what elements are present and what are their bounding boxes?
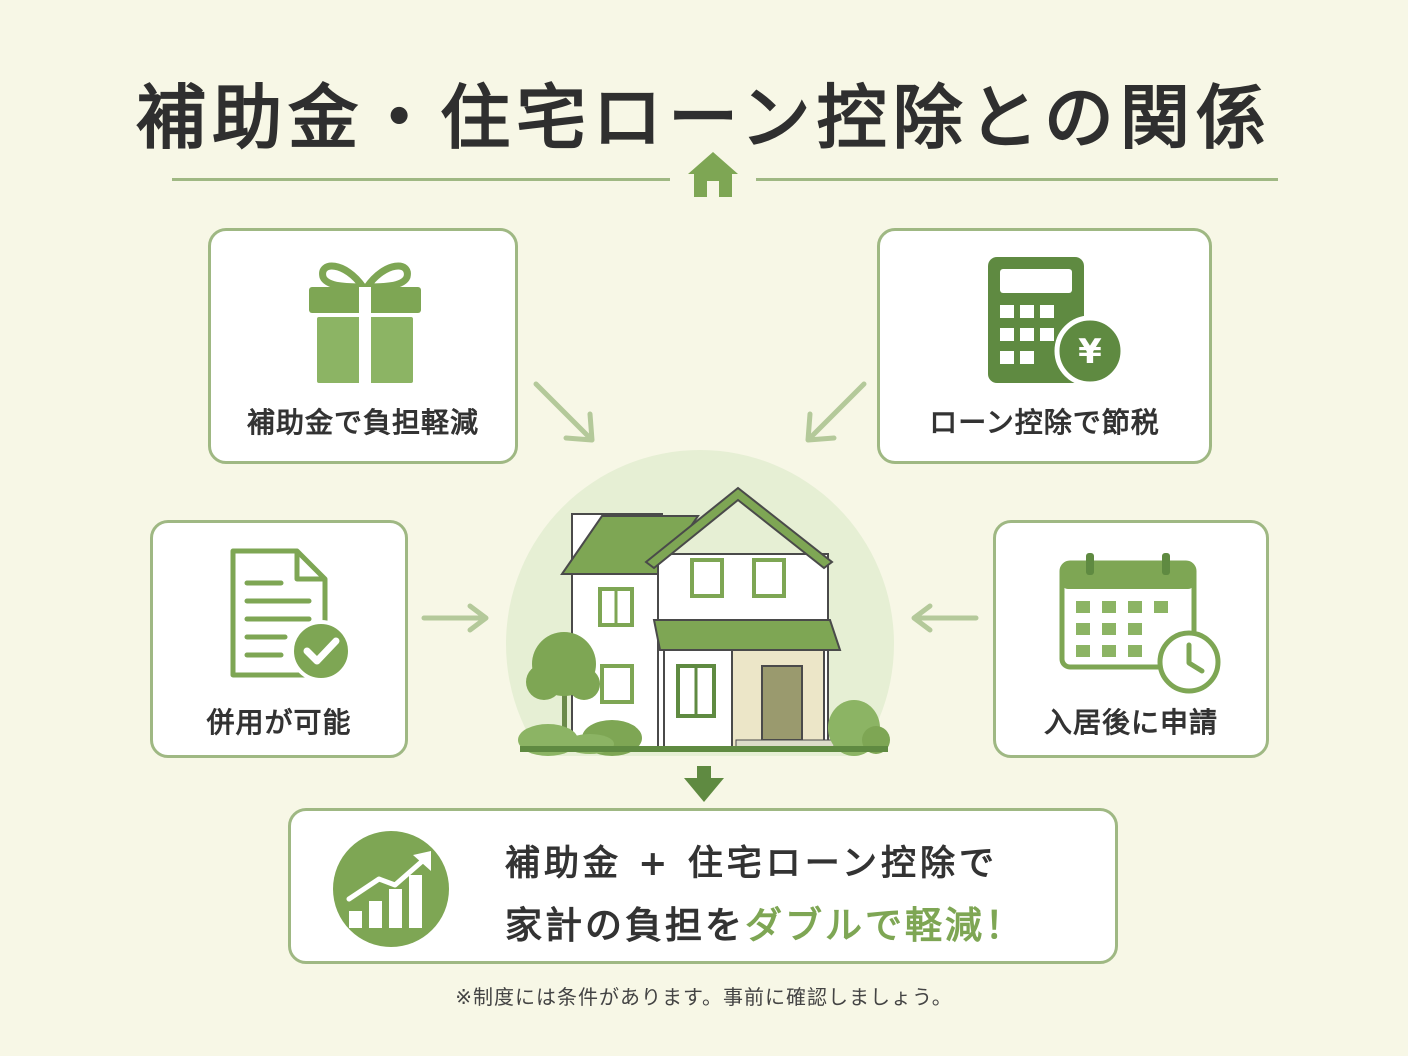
combined-use-card: 併用が可能: [150, 520, 408, 758]
combined-use-label: 併用が可能: [206, 706, 352, 739]
arrow-subsidy-to-house: [533, 381, 595, 443]
chart-up-icon: [333, 831, 449, 947]
page-title: 補助金・住宅ローン控除との関係: [136, 77, 1272, 159]
subsidy-card: 補助金で負担軽減: [208, 228, 518, 464]
clock-icon: [1157, 630, 1221, 694]
loan-deduction-label: ローン控除で節税: [929, 406, 1160, 439]
house-illustration: [506, 450, 894, 756]
application-card: 入居後に申請: [993, 520, 1269, 758]
summary-highlight: ダブルで軽減！: [745, 904, 1025, 947]
subsidy-label: 補助金で負担軽減: [246, 406, 479, 439]
document-check-icon: [230, 548, 352, 682]
calendar-icon: [1059, 553, 1197, 670]
summary-line-2: 家計の負担をダブルで軽減！: [505, 895, 1025, 949]
application-label: 入居後に申請: [1043, 706, 1218, 739]
yen-symbol: ¥: [1078, 332, 1102, 372]
arrow-loan-to-house: [805, 381, 867, 443]
title-rule-left: [172, 178, 670, 181]
arrow-application-to-house: [911, 603, 979, 633]
footnote: ※制度には条件があります。事前に確認しましょう。: [455, 985, 953, 1009]
yen-icon: ¥: [1054, 315, 1126, 387]
home-icon: [688, 152, 738, 197]
summary-card: 補助金 + 住宅ローン控除で 家計の負担をダブルで軽減！: [288, 808, 1118, 964]
summary-line-1: 補助金 + 住宅ローン控除で: [505, 844, 998, 884]
arrow-combined-to-house: [421, 603, 489, 633]
summary-line-2-prefix: 家計の負担を: [505, 904, 745, 947]
arrow-down-to-summary: [684, 766, 724, 802]
title-rule-right: [756, 178, 1278, 181]
gift-icon: [309, 262, 421, 383]
loan-deduction-card: ¥ ローン控除で節税: [877, 228, 1212, 464]
